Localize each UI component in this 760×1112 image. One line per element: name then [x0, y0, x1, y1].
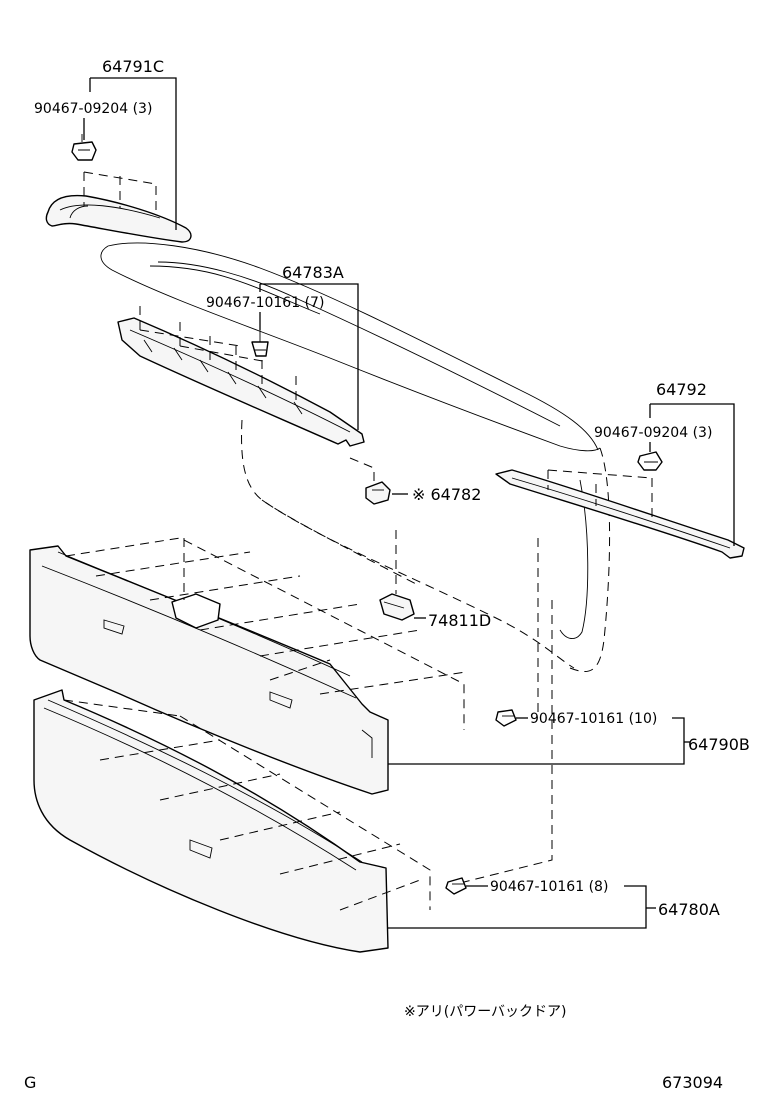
- clip-icon: [71, 134, 97, 161]
- guide-line: [463, 538, 553, 883]
- clip-number-upper-mid: 90467-10161 (7): [206, 295, 324, 311]
- part-number-64783a: 64783A: [282, 263, 344, 282]
- back-door-outline: [100, 242, 611, 672]
- clip-icon: [251, 330, 269, 357]
- part-number-64792: 64792: [656, 380, 707, 399]
- part-number-64780a: 64780A: [658, 900, 720, 919]
- switch-64782: [349, 457, 391, 505]
- clip-number-lower-1: 90467-10161 (10): [530, 711, 657, 727]
- corner-code-left: G: [24, 1073, 36, 1092]
- part-number-64791c: 64791C: [102, 57, 164, 76]
- trim-board-64780a: [33, 689, 431, 953]
- leader-lines: [83, 77, 735, 929]
- part-number-74811d: 74811D: [428, 611, 491, 630]
- drawing-number: 673094: [662, 1073, 723, 1092]
- garnish-64791c: [45, 171, 192, 243]
- trim-board-64790b: [29, 537, 467, 795]
- garnish-64783a: [117, 306, 365, 447]
- clip-icon: [495, 709, 517, 727]
- clip-number-lower-2: 90467-10161 (8): [490, 879, 608, 895]
- clip-number-right: 90467-09204 (3): [594, 425, 712, 441]
- clip-icon: [445, 877, 467, 895]
- clip-number-top-left: 90467-09204 (3): [34, 101, 152, 117]
- footnote: ※アリ(パワーバックドア): [404, 1004, 567, 1020]
- handle-74811d: [379, 530, 415, 621]
- garnish-64792: [495, 469, 745, 559]
- part-number-64790b: 64790B: [688, 735, 750, 754]
- part-number-64782: ※ 64782: [412, 485, 481, 504]
